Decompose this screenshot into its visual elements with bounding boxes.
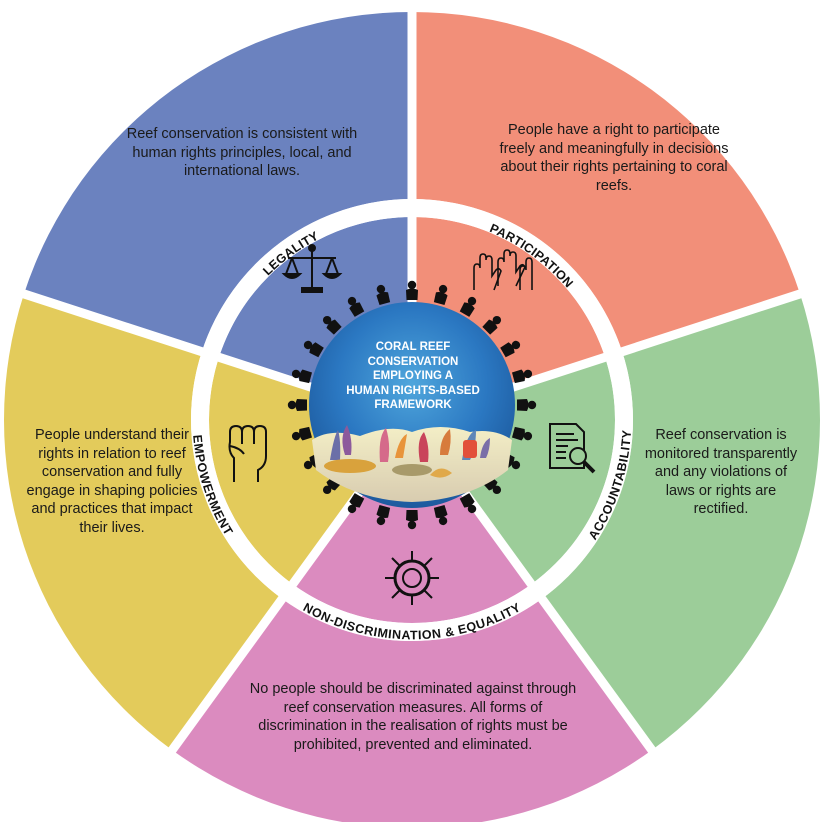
center-title-line: FRAMEWORK <box>374 399 452 411</box>
center-title-line: HUMAN RIGHTS-BASED <box>346 384 480 397</box>
segment-icons <box>228 244 596 605</box>
person-figure <box>291 426 313 441</box>
center-disc <box>309 302 515 508</box>
center-title: CORAL REEF CONSERVATION EMPLOYING A HUMA… <box>318 340 508 413</box>
empowerment-outer-segment <box>4 293 283 751</box>
person-figure <box>347 296 365 317</box>
center-title-line: CONSERVATION <box>367 355 459 368</box>
person-figure <box>459 296 477 317</box>
scales-of-justice-icon <box>281 244 343 293</box>
document-magnifier-icon <box>549 423 596 474</box>
non-discrimination-description: No people should be discriminated agains… <box>249 681 577 753</box>
person-figure <box>459 493 477 514</box>
person-figure <box>433 284 448 306</box>
accountability-outer-segment <box>541 293 820 751</box>
outer-ring <box>4 12 820 822</box>
raised-hands-icon <box>473 249 533 291</box>
person-figure <box>376 504 391 526</box>
person-figure <box>376 284 391 306</box>
person-figure <box>303 340 324 358</box>
center-title-line: EMPLOYING A <box>372 370 454 382</box>
legality-outer-segment <box>23 12 413 352</box>
person-figure <box>347 493 365 514</box>
person-figure <box>291 369 313 384</box>
accountability-description: Reef conservation is monitored transpare… <box>644 427 798 517</box>
community-figures <box>287 280 537 530</box>
person-figure <box>482 315 502 335</box>
raised-fist-icon <box>228 424 267 482</box>
person-figure <box>500 340 521 358</box>
non-discrimination-outer-segment <box>172 598 652 822</box>
person-figure <box>406 510 418 530</box>
person-figure <box>322 315 342 335</box>
person-figure <box>511 369 533 384</box>
person-figure <box>511 426 533 441</box>
person-figure <box>517 399 537 411</box>
empowerment-description: People understand their rights in relati… <box>26 427 198 536</box>
person-figure <box>287 399 307 411</box>
legality-description: Reef conservation is consistent with hum… <box>126 126 358 179</box>
coral-reef-illustration <box>324 425 490 478</box>
participation-description: People have a right to participate freel… <box>499 122 729 194</box>
person-figure <box>406 280 418 300</box>
center-title-line: CORAL REEF <box>375 341 451 353</box>
joined-hands-circle-icon <box>385 551 439 605</box>
person-figure <box>433 504 448 526</box>
participation-outer-segment <box>412 12 801 352</box>
